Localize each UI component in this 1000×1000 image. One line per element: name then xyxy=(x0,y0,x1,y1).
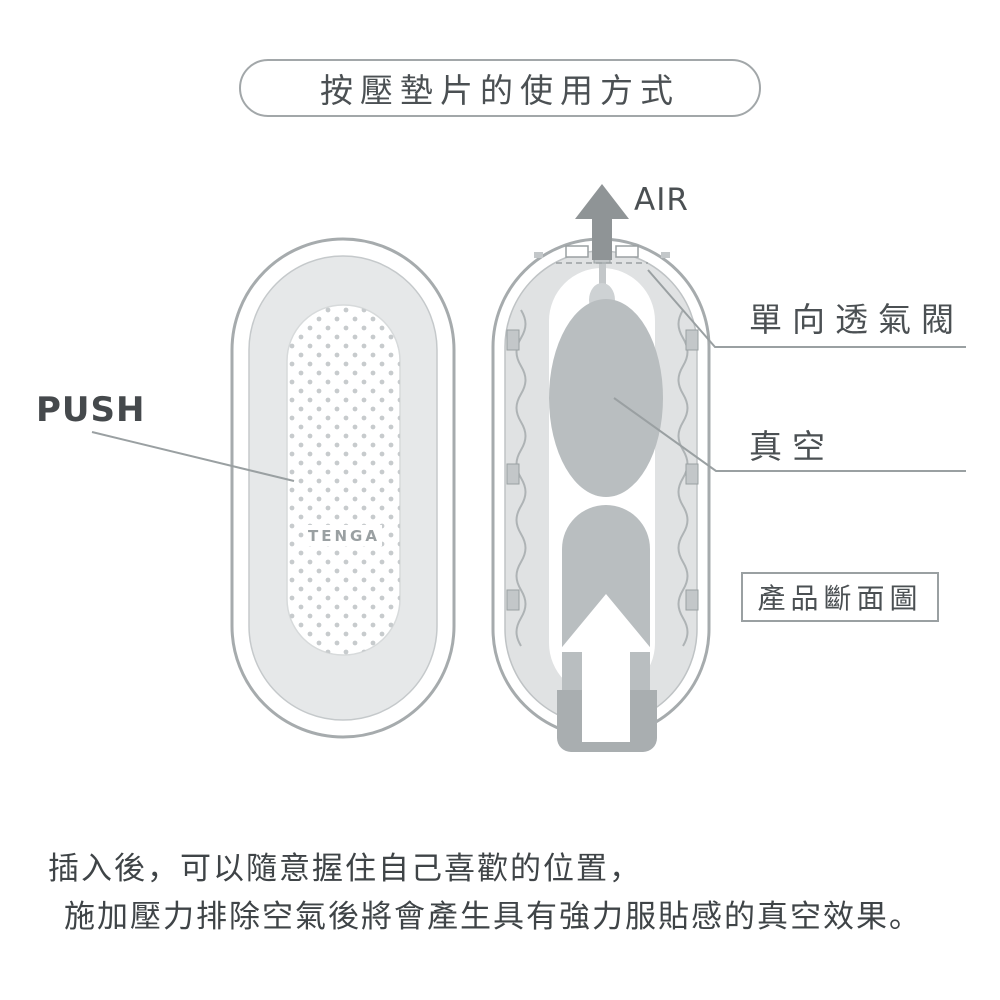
cross-section-caption-text: 產品斷面圖 xyxy=(757,582,923,615)
pressure-pad-dots xyxy=(287,305,400,655)
side-clip xyxy=(685,329,699,351)
valve-part xyxy=(565,245,589,258)
device-cross-section-illustration xyxy=(491,237,711,752)
air-arrow-icon xyxy=(575,184,629,260)
vacuum-label: 真空 xyxy=(749,427,835,466)
page-title: 按壓墊片的使用方式 xyxy=(239,59,761,117)
side-clip xyxy=(685,589,699,611)
valve-label: 單向透氣閥 xyxy=(749,300,964,339)
side-clip xyxy=(685,463,699,485)
side-clip xyxy=(506,463,520,485)
valve-tick xyxy=(534,252,543,258)
description-line-1: 插入後，可以隨意握住自己喜歡的位置， xyxy=(48,851,642,887)
page-title-text: 按壓墊片的使用方式 xyxy=(320,71,680,110)
device-exterior-illustration xyxy=(230,237,456,739)
vacuum-chamber xyxy=(549,299,663,497)
insert-up-arrow-icon xyxy=(558,594,654,742)
side-clip xyxy=(506,589,520,611)
vacuum-leader-line xyxy=(613,397,966,472)
side-clip xyxy=(506,329,520,351)
air-label: AIR xyxy=(634,182,689,218)
push-leader-line xyxy=(91,431,295,482)
valve-tick xyxy=(661,252,670,258)
right-wall-texture xyxy=(677,309,689,647)
left-wall-texture xyxy=(515,309,527,647)
brand-logo: TENGA xyxy=(306,525,382,546)
valve-leader-line xyxy=(647,269,966,348)
push-label: PUSH xyxy=(36,390,146,430)
cross-section-caption-box: 產品斷面圖 xyxy=(741,572,939,622)
description-line-2: 施加壓力排除空氣後將會產生具有強力服貼感的真空效果。 xyxy=(64,899,922,935)
valve-part xyxy=(615,245,639,258)
